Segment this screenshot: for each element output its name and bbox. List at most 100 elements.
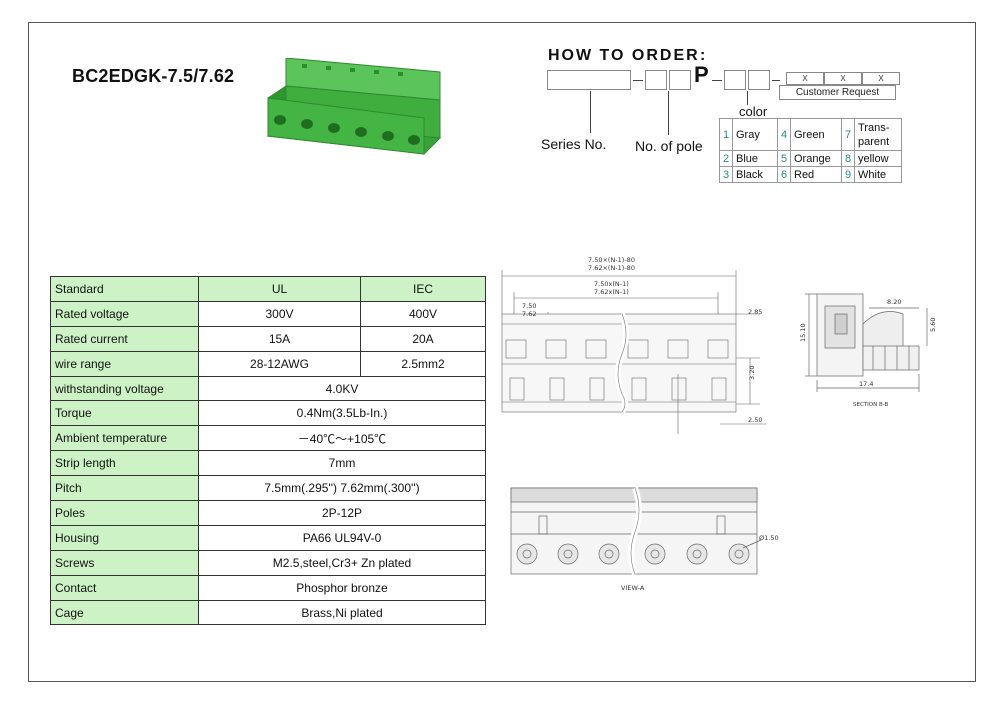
spec-value-ul: UL [198,276,361,302]
section-dim-w: 8.20 [887,298,901,306]
color-leader [747,91,748,105]
spec-row-screws: Screws M2.5,steel,Cr3+ Zn plated [50,549,486,576]
how-to-order-title: HOW TO ORDER [548,47,700,64]
spec-value: －40℃～+105℃ [198,425,486,452]
color-row: 2 Blue 5 Orange 8 yellow [719,150,902,167]
spec-row-contact: Contact Phosphor bronze [50,574,486,601]
spec-value-iec: 20A [360,325,486,352]
color-name: Gray [732,118,778,151]
spec-value-iec: 2.5mm2 [360,350,486,377]
connector-image [266,58,442,155]
spec-row-torque: Torque 0.4Nm(3.5Lb-In.) [50,400,486,427]
color-name: White [854,166,902,183]
spec-value: PA66 UL94V-0 [198,524,486,551]
how-to-order-colon: : [700,47,706,64]
spec-label: Cage [50,599,199,626]
dim-right: 2.85 [748,308,762,316]
color-num: 4 [777,118,791,151]
color-box-2 [748,70,770,90]
spec-label: Strip length [50,450,199,477]
spec-value-iec: IEC [360,276,486,302]
spec-label: Contact [50,574,199,601]
spec-value-ul: 28-12AWG [198,350,361,377]
specs-table: Standard UL IEC Rated voltage 300V 400V … [50,276,486,626]
spec-value: 4.0KV [198,375,486,402]
color-name: Blue [732,150,778,167]
color-name: Green [790,118,842,151]
color-name: Orange [790,150,842,167]
color-label: color [739,104,768,119]
spec-row-cage: Cage Brass,Ni plated [50,599,486,626]
color-name: yellow [854,150,902,167]
series-leader [590,91,591,133]
dim-p-b: 7.62 [522,310,536,318]
view-dim-hole: Ø1.50 [759,534,779,542]
color-name: Trans- parent [854,118,902,151]
spec-row-poles: Poles 2P-12P [50,500,486,526]
spec-row-pitch: Pitch 7.5mm(.295'') 7.62mm(.300'') [50,475,486,502]
view-caption: VIEW-A [621,584,645,592]
color-num: 1 [719,118,733,151]
spec-value: Brass,Ni plated [198,599,486,626]
series-box [547,70,631,90]
color-row: 3 Black 6 Red 9 White [719,166,902,183]
dim-height: 3.20 [748,366,756,380]
spec-value: 7mm [198,450,486,477]
color-num: 6 [777,166,791,183]
p-letter: P [694,62,709,87]
dim-pitch-b: 7.62x(N-1) [594,288,629,296]
color-num: 5 [777,150,791,167]
no-of-pole-label: No. of pole [635,138,703,154]
color-num: 2 [719,150,733,167]
color-num: 8 [841,150,855,167]
dash-1 [633,80,643,81]
section-dim-r: 5.60 [929,318,937,332]
spec-value: M2.5,steel,Cr3+ Zn plated [198,549,486,576]
dim-p-a: 7.50 [522,302,536,310]
color-name: Red [790,166,842,183]
page-frame [28,22,976,682]
dim-bottom: 2.50 [748,416,762,424]
spec-label: Poles [50,500,199,526]
spec-row-strip-length: Strip length 7mm [50,450,486,477]
view-a-drawing: Ø1.50 VIEW-A [510,486,779,592]
spec-row-rated-voltage: Rated voltage 300V 400V [50,300,486,327]
color-num: 9 [841,166,855,183]
color-code-table: 1 Gray 4 Green 7 Trans- parent 2 Blue 5 … [719,118,902,183]
spec-row-wire-range: wire range 28-12AWG 2.5mm2 [50,350,486,377]
pole-box-1 [645,70,667,90]
x-mark-2: X [824,72,862,85]
spec-label: Ambient temperature [50,425,199,452]
spec-value: 7.5mm(.295'') 7.62mm(.300'') [198,475,486,502]
dim-total-b: 7.62×(N-1)-80 [588,264,635,272]
spec-value-iec: 400V [360,300,486,327]
spec-row-ambient-temperature: Ambient temperature －40℃～+105℃ [50,425,486,452]
spec-label: Standard [50,276,199,302]
color-box-1 [724,70,746,90]
color-name: Black [732,166,778,183]
pole-box-2 [669,70,691,90]
spec-row-rated-current: Rated current 15A 20A [50,325,486,352]
section-drawing: 15.10 8.20 5.60 17.4 SECTION B-B [799,293,937,408]
color-row: 1 Gray 4 Green 7 Trans- parent [719,118,902,151]
section-dim-h: 15.10 [799,323,807,342]
spec-label: wire range [50,350,199,377]
spec-label: Pitch [50,475,199,502]
spec-label: Rated current [50,325,199,352]
spec-row-standard: Standard UL IEC [50,276,486,302]
section-caption: SECTION B-B [853,402,889,408]
spec-label: Rated voltage [50,300,199,327]
dim-pitch-a: 7.50x(N-1) [594,280,629,288]
x-mark-1: X [786,72,824,85]
dim-total-a: 7.50×(N-1)-80 [588,256,635,264]
spec-row-housing: Housing PA66 UL94V-0 [50,524,486,551]
spec-value: 2P-12P [198,500,486,526]
dash-2 [712,80,722,81]
x-mark-3: X [862,72,900,85]
spec-value-ul: 15A [198,325,361,352]
spec-row-withstanding-voltage: withstanding voltage 4.0KV [50,375,486,402]
spec-label: Torque [50,400,199,427]
pole-leader [668,91,669,135]
customer-request: Customer Request [779,85,896,100]
dash-3 [772,80,780,81]
